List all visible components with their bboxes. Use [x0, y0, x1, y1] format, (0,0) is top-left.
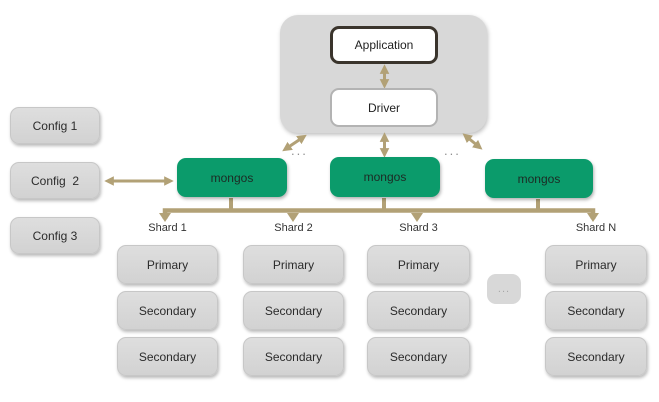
shard3-arrowhead — [411, 213, 423, 222]
mongos-box-1: mongos — [177, 158, 287, 197]
shard2-primary-box: Primary — [243, 245, 344, 284]
mongos-box-2: mongos — [330, 157, 440, 197]
shard2-secondary-box-1: Secondary — [243, 291, 344, 330]
mongos-ellipsis-1: ... — [291, 143, 308, 158]
shard2-arrowhead — [287, 213, 299, 222]
shard1-arrowhead — [159, 213, 171, 222]
shardN-arrowhead — [587, 213, 599, 222]
config-box-1: Config 1 — [10, 107, 100, 144]
shard2-secondary-box-2: Secondary — [243, 337, 344, 376]
shard3-secondary-box-1: Secondary — [367, 291, 470, 330]
config-box-3: Config 3 — [10, 217, 100, 254]
clients-mongos1-arrow — [282, 134, 307, 152]
shard3-primary-box: Primary — [367, 245, 470, 284]
config-box-2: Config 2 — [10, 162, 100, 199]
mongos-ellipsis-2: ... — [444, 143, 461, 158]
shard-label-3: Shard 3 — [399, 222, 438, 234]
shard3-secondary-box-2: Secondary — [367, 337, 470, 376]
shard-ellipsis-box: ... — [487, 274, 521, 304]
shard1-secondary-box-2: Secondary — [117, 337, 218, 376]
shard1-primary-box: Primary — [117, 245, 218, 284]
shard-label-1: Shard 1 — [148, 222, 187, 234]
shardN-secondary-box-1: Secondary — [545, 291, 647, 330]
shard-label-n: Shard N — [575, 222, 617, 234]
shard-label-2: Shard 2 — [274, 222, 313, 234]
shard-bus-line — [162, 208, 596, 219]
mongos-box-3: mongos — [485, 159, 593, 198]
driver-box: Driver — [330, 88, 438, 127]
shard1-secondary-box-1: Secondary — [117, 291, 218, 330]
clients-mongos3-arrow — [462, 133, 483, 150]
shardN-secondary-box-2: Secondary — [545, 337, 647, 376]
application-box: Application — [330, 26, 438, 64]
shardN-primary-box: Primary — [545, 245, 647, 284]
